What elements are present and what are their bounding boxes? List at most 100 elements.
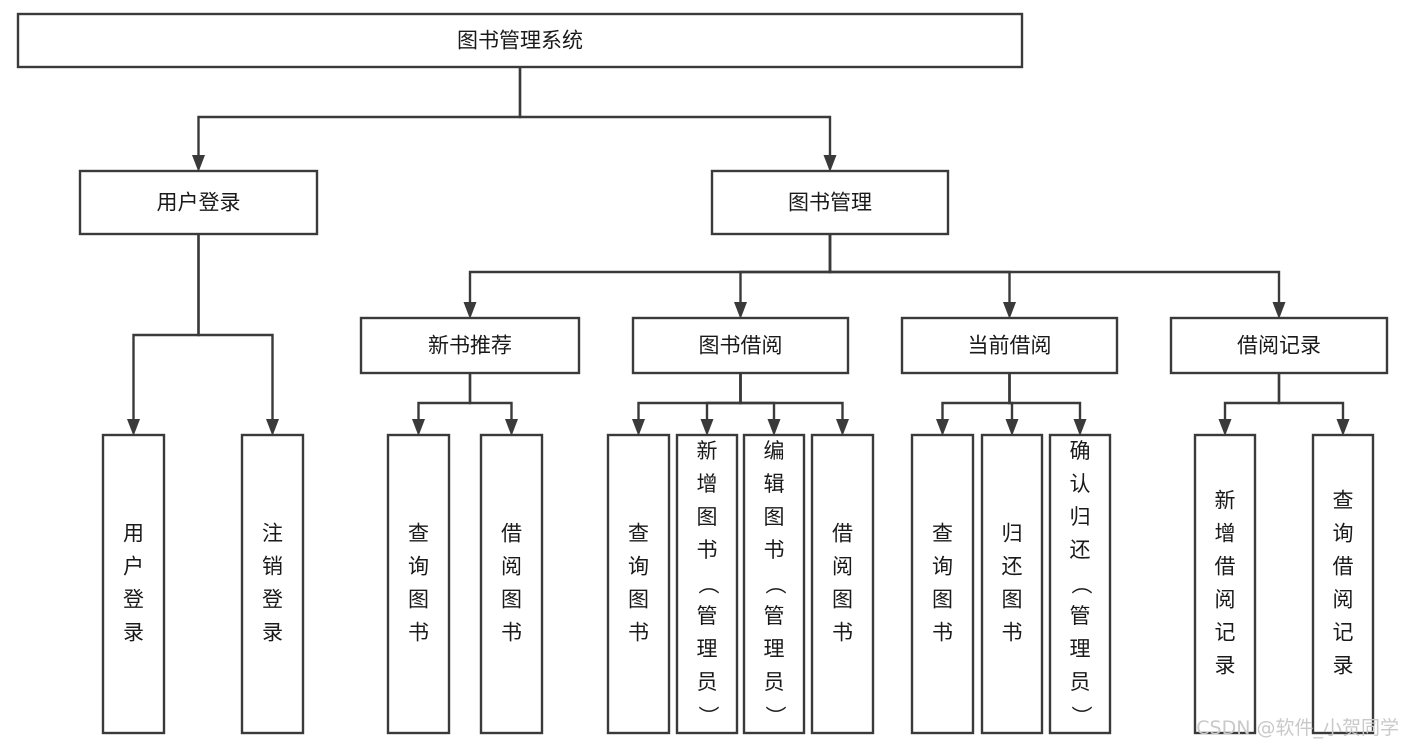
node-borrow-record[interactable]: 借阅记录 — [1169, 316, 1389, 375]
arrowhead-icon — [1218, 419, 1232, 436]
node-label-char: 阅 — [832, 555, 853, 579]
node-label-char: 登 — [262, 588, 283, 612]
node-label-char: （ — [763, 574, 787, 595]
node-box[interactable] — [710, 169, 950, 236]
node-label: 图书管理 — [788, 191, 872, 215]
node-box[interactable] — [980, 433, 1044, 735]
node-label-char: 书 — [1002, 621, 1023, 645]
node-label: 图书借阅 — [699, 334, 783, 358]
connector-layer — [127, 67, 1350, 436]
node-box[interactable] — [606, 433, 671, 735]
node-root[interactable]: 图书管理系统 — [16, 12, 1024, 69]
node-label: 图书管理系统 — [457, 29, 583, 53]
node-new-book-recommend[interactable]: 新书推荐 — [359, 316, 581, 375]
node-user-login[interactable]: 用户登录 — [78, 169, 319, 236]
node-box[interactable] — [1311, 433, 1375, 735]
node-label-char: 用 — [123, 522, 144, 546]
node-label-char: 借 — [501, 522, 522, 546]
node-label-char: 图 — [408, 588, 429, 612]
node-current-borrow[interactable]: 当前借阅 — [900, 316, 1119, 375]
node-label-char: 管 — [697, 604, 718, 628]
connector-line — [828, 234, 1281, 304]
node-label-char: 辑 — [764, 472, 785, 496]
node-box[interactable] — [359, 316, 581, 375]
node-label-char: 记 — [1333, 621, 1354, 645]
node-label-char: 录 — [1333, 654, 1354, 678]
node-label-char: 借 — [1215, 555, 1236, 579]
node-box[interactable] — [810, 433, 875, 735]
connector-user-login-to-leaf-user-logout — [197, 234, 279, 436]
connector-line — [705, 373, 742, 421]
node-box[interactable] — [1193, 433, 1257, 735]
node-box[interactable] — [631, 316, 850, 375]
node-box[interactable] — [240, 433, 305, 735]
node-label-char: 书 — [932, 621, 953, 645]
node-label-char: 图 — [501, 588, 522, 612]
node-label-char: 图 — [697, 505, 718, 529]
arrowhead-icon — [836, 419, 849, 436]
node-label-char: 理 — [697, 637, 718, 661]
arrowhead-icon — [1073, 419, 1087, 436]
node-box[interactable] — [1169, 316, 1389, 375]
node-box[interactable] — [1048, 433, 1112, 735]
node-box[interactable] — [479, 433, 544, 735]
node-label-char: 查 — [628, 522, 649, 546]
connector-current-borrow-to-leaf-return-book — [1005, 373, 1019, 436]
node-book-borrow[interactable]: 图书借阅 — [631, 316, 850, 375]
connector-book-borrow-to-leaf-borrow-book — [739, 373, 849, 436]
arrowhead-icon — [505, 419, 518, 436]
node-label-char: （ — [1069, 574, 1093, 595]
node-box[interactable] — [101, 433, 166, 735]
connector-book-manage-to-current-borrow — [828, 234, 1016, 319]
node-box[interactable] — [16, 12, 1024, 69]
connector-book-borrow-to-leaf-add-book — [700, 373, 742, 436]
node-box[interactable] — [910, 433, 975, 735]
node-label-char: 认 — [1070, 472, 1091, 496]
arrowhead-icon — [127, 419, 140, 436]
connector-line — [197, 67, 522, 157]
arrowhead-icon — [1336, 419, 1350, 436]
arrowhead-icon — [767, 419, 781, 436]
node-label-char: 书 — [832, 621, 853, 645]
arrowhead-icon — [412, 419, 425, 436]
connector-line — [1223, 373, 1281, 421]
node-label-char: 借 — [832, 522, 853, 546]
connector-line — [941, 373, 1011, 421]
arrowhead-icon — [632, 419, 645, 436]
node-leaf-user-login[interactable]: 用户登录 — [101, 433, 166, 735]
node-box[interactable] — [900, 316, 1119, 375]
node-box[interactable] — [675, 433, 739, 735]
node-box[interactable] — [386, 433, 451, 735]
connector-root-to-book-manage — [518, 67, 837, 172]
node-box[interactable] — [78, 169, 319, 236]
node-label-char: 书 — [501, 621, 522, 645]
node-label: 当前借阅 — [968, 334, 1052, 358]
connector-line — [1277, 373, 1345, 421]
node-label-char: 确 — [1070, 439, 1091, 463]
node-label-char: 书 — [408, 621, 429, 645]
arrowhead-icon — [463, 302, 477, 319]
node-label-char: 录 — [262, 621, 283, 645]
node-box[interactable] — [742, 433, 806, 735]
node-book-manage[interactable]: 图书管理 — [710, 169, 950, 236]
node-label-char: 还 — [1070, 538, 1091, 562]
node-label-char: 询 — [932, 555, 953, 579]
